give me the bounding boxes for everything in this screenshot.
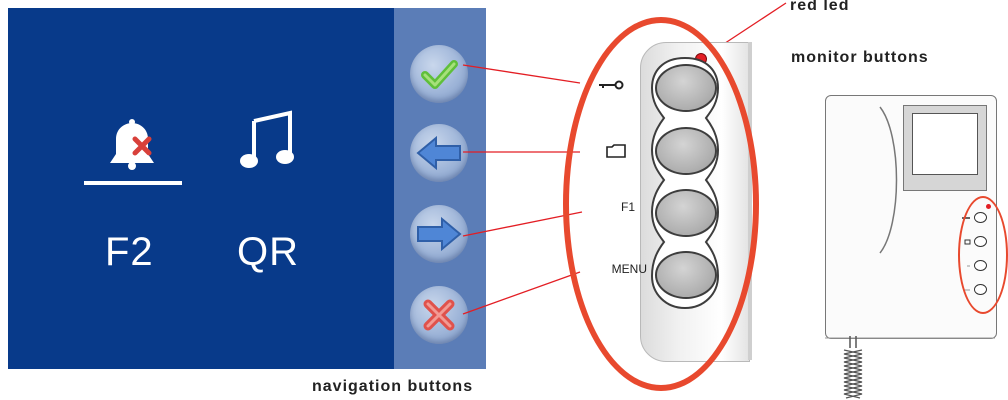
highlight-oval [563, 17, 759, 391]
monitor-display [912, 113, 978, 175]
monitor-handset-curve [879, 106, 898, 254]
caption-red-led: red led [790, 0, 850, 14]
monitor-base-line [825, 337, 995, 339]
back-button[interactable] [410, 124, 468, 182]
menu-label-f2: F2 [105, 230, 154, 274]
cancel-button[interactable] [410, 286, 468, 344]
music-note-icon[interactable] [240, 107, 304, 171]
handset-cord [843, 336, 863, 399]
checkmark-icon [421, 60, 458, 89]
caption-navigation-buttons: navigation buttons [312, 378, 474, 395]
confirm-button[interactable] [410, 45, 468, 103]
monitor-screen [8, 8, 398, 369]
menu-label-qr: QR [237, 230, 299, 274]
arrow-left-icon [416, 135, 461, 171]
arrow-right-icon [417, 216, 462, 252]
bell-muted-icon[interactable] [104, 117, 160, 171]
forward-button[interactable] [410, 205, 468, 263]
caption-monitor-buttons: monitor buttons [791, 49, 929, 66]
close-icon [423, 299, 455, 331]
monitor-buttons-highlight [958, 196, 1008, 314]
selection-underline [84, 181, 182, 185]
